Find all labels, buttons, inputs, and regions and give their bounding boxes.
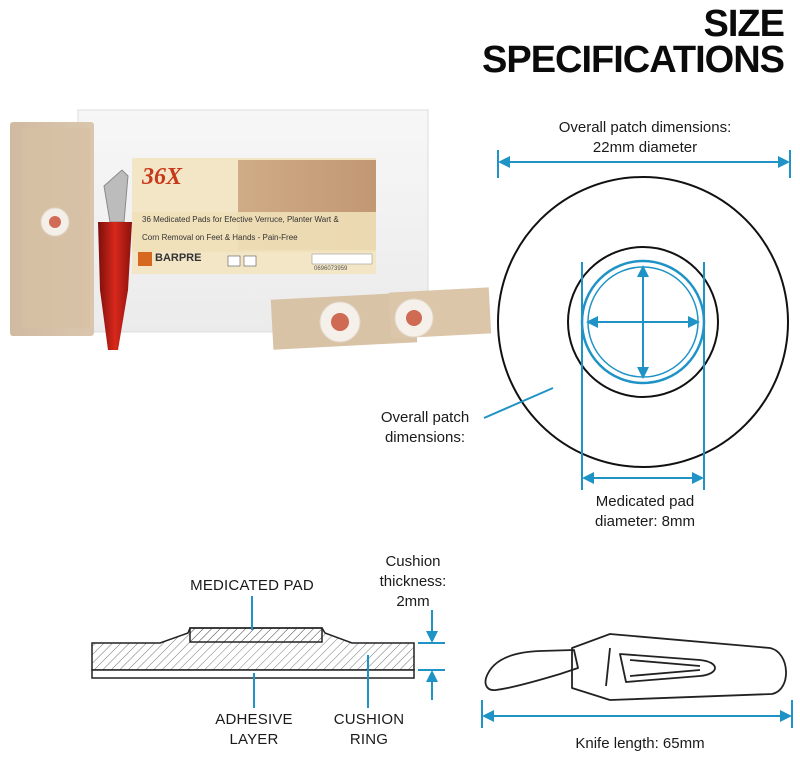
knife-length-label: Knife length: 65mm (575, 735, 705, 752)
box-description-2: Corn Removal on Feet & Hands - Pain-Free (142, 233, 298, 242)
knife-blade-photo (103, 169, 129, 223)
patch-cushion-ring (567, 246, 719, 398)
overall-dimensions-label: Overall patch dimensions: 22mm diameter (558, 119, 732, 156)
box-description-1: 36 Medicated Pads for Efective Verruce, … (142, 215, 339, 224)
thickness-arrow-up (426, 670, 438, 682)
patch-outer-ring (497, 176, 789, 468)
pad-diameter-label: Medicated pad diameter: 8mm (594, 493, 696, 530)
side-dimensions-label: Overall patch dimensions: (380, 409, 470, 446)
cushion-thickness-label: Cushion thickness: 2mm (379, 553, 447, 610)
brand-logo-icon (138, 252, 152, 266)
title-size: SIZE (703, 3, 785, 45)
knife-handle-photo (98, 222, 132, 350)
badge-36x: 36X (142, 164, 183, 190)
medicated-pad-layer (189, 627, 323, 643)
side-label-leader (483, 387, 554, 419)
medicated-pad-label: MEDICATED PAD (190, 577, 314, 594)
thickness-arrow-down (426, 631, 438, 643)
cushion-ring-label: CUSHION RING (333, 711, 405, 748)
barcode-text: 0696073959 (314, 266, 348, 272)
title-specifications: SPECIFICATIONS (482, 39, 785, 81)
knife-blade-outline (484, 649, 579, 691)
adhesive-layer-label: ADHESIVE LAYER (215, 711, 293, 748)
brand-name: BARPRE (155, 252, 202, 264)
barcode (311, 253, 373, 265)
knife-handle-outline (571, 633, 787, 701)
